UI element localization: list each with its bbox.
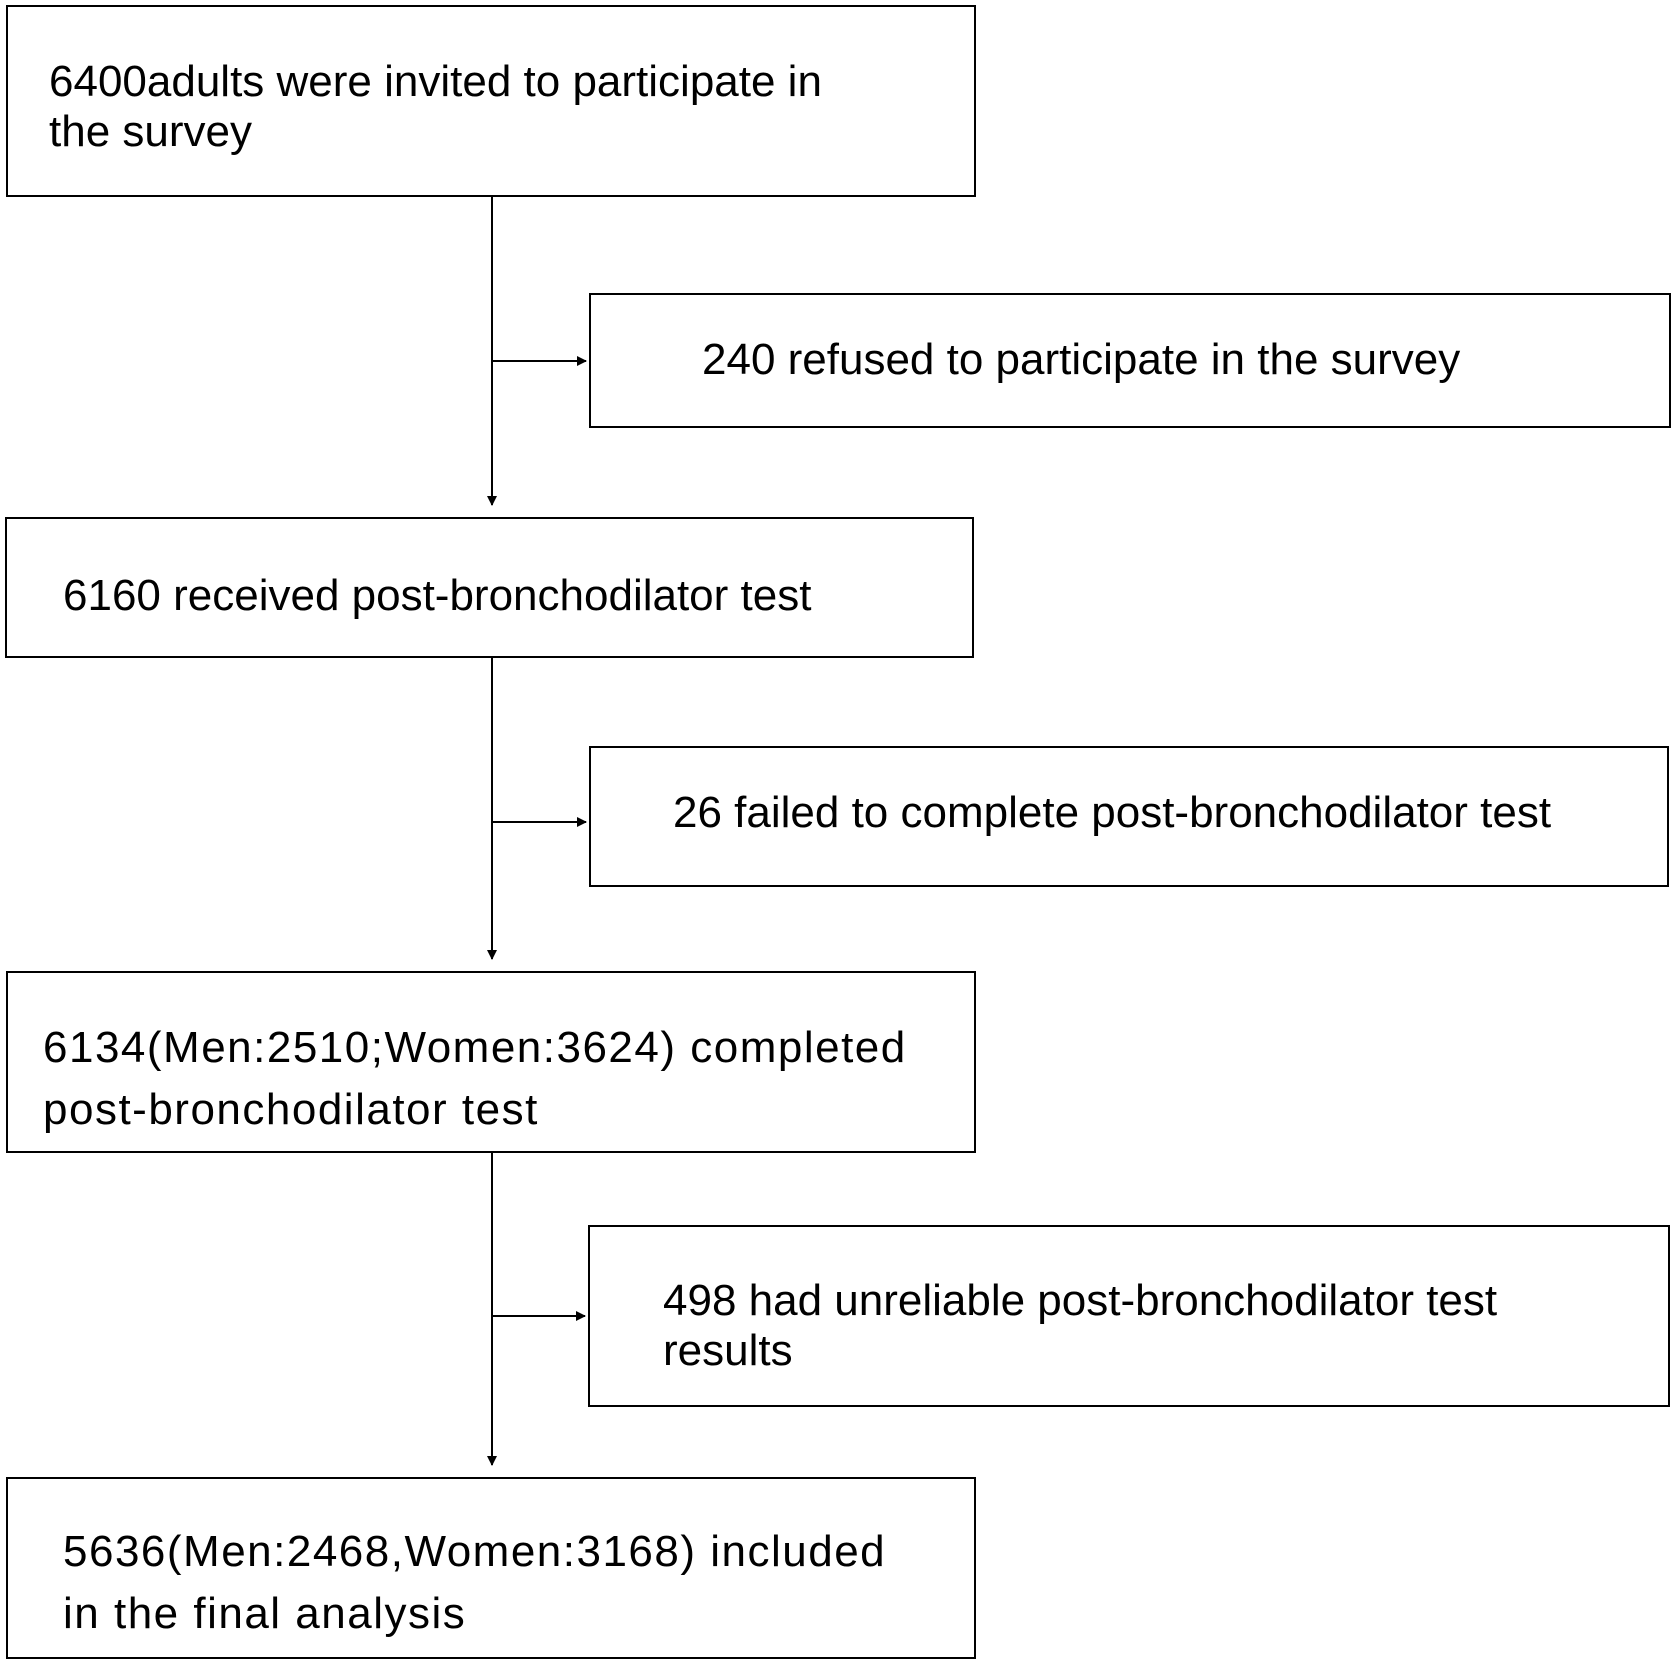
flow-box-failed-test-text: 26 failed to complete post-bronchodilato…: [673, 788, 1552, 837]
flow-box-final-analysis-text: 5636(Men:2468,Women:3168) included in th…: [63, 1527, 887, 1638]
flow-box-invited-text: 6400adults were invited to participate i…: [49, 57, 822, 156]
flow-box-final-analysis: 5636(Men:2468,Women:3168) included in th…: [6, 1477, 976, 1659]
flow-box-unreliable-results: 498 had unreliable post-bronchodilator t…: [588, 1225, 1670, 1407]
flow-box-unreliable-results-text: 498 had unreliable post-bronchodilator t…: [663, 1276, 1498, 1375]
flow-box-failed-test: 26 failed to complete post-bronchodilato…: [589, 746, 1669, 887]
flow-box-received-test-text: 6160 received post-bronchodilator test: [63, 571, 812, 620]
flow-box-refused-text: 240 refused to participate in the survey: [702, 335, 1461, 384]
flow-box-received-test: 6160 received post-bronchodilator test: [5, 517, 974, 658]
flow-box-invited: 6400adults were invited to participate i…: [6, 5, 976, 197]
flow-box-refused: 240 refused to participate in the survey: [589, 293, 1671, 428]
flow-box-completed-test: 6134(Men:2510;Women:3624) completed post…: [6, 971, 976, 1153]
flow-box-completed-test-text: 6134(Men:2510;Women:3624) completed post…: [43, 1023, 907, 1134]
